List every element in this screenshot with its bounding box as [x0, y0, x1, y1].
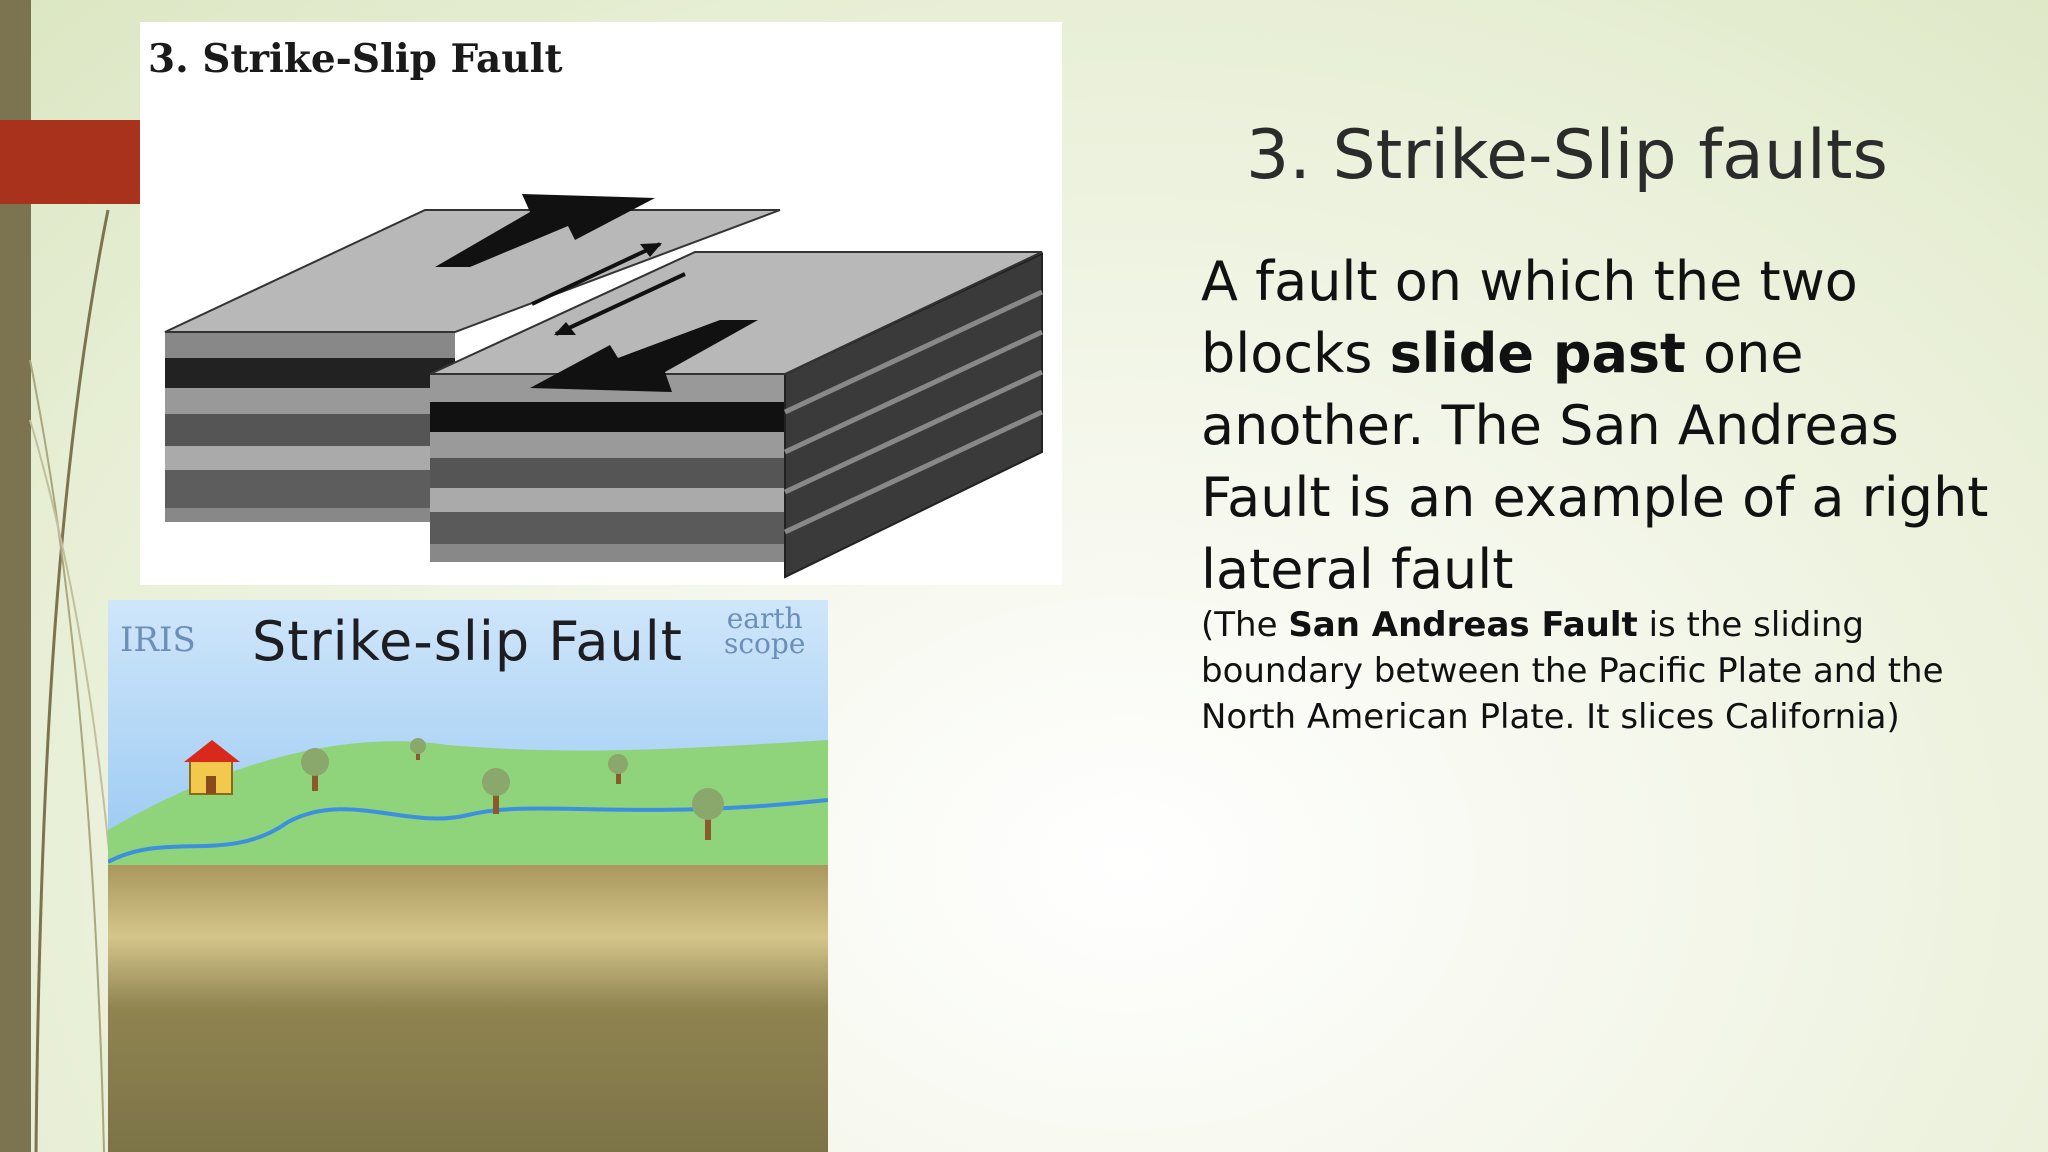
earthscope-logo-line2: scope: [724, 627, 806, 660]
arrow-up-icon: [435, 194, 655, 267]
right-block-side: [784, 252, 1043, 579]
earthscope-logo-line1: earth: [726, 602, 803, 635]
body-text-emphasis: slide past: [1389, 322, 1686, 385]
tree-icon: [692, 788, 724, 840]
right-block-top: [429, 251, 1043, 375]
landscape-graphic: [108, 600, 828, 1152]
slip-arrow-line-up: [531, 242, 661, 306]
arrow-down-icon: [530, 320, 758, 392]
body-text-part2: one another. The San Andreas Fault is an…: [1201, 322, 1989, 601]
left-block-top: [164, 209, 781, 333]
note-text-part2: is the sliding boundary between the Paci…: [1201, 605, 1944, 737]
body-text-part1: A fault on which the two blocks: [1201, 250, 1858, 385]
left-block-side: [165, 332, 455, 522]
tree-icon: [410, 738, 426, 760]
block-diagram-graphic: [164, 194, 1044, 579]
accent-tab: [0, 120, 140, 204]
hills: [108, 740, 828, 865]
tree-icon: [608, 754, 628, 784]
diagram-caption: 3. Strike-Slip Fault: [148, 36, 563, 82]
note-text-part1: (The: [1201, 605, 1289, 645]
note-text-emphasis: San Andreas Fault: [1288, 605, 1638, 645]
soil-block: [108, 865, 828, 1152]
earthscope-logo: earth scope: [724, 602, 806, 660]
tree-icon: [482, 768, 510, 814]
strike-slip-landscape-illustration: IRIS Strike-slip Fault earth scope: [108, 600, 828, 1152]
river: [108, 798, 828, 864]
right-block-front: [430, 374, 785, 562]
slip-arrow-line-down: [555, 272, 686, 336]
slide-title: 3. Strike-Slip faults: [1246, 116, 1888, 195]
house-icon: [184, 740, 240, 795]
body-text: A fault on which the two blocks slide pa…: [1201, 246, 2021, 606]
note-text: (The San Andreas Fault is the sliding bo…: [1201, 602, 2001, 740]
strike-slip-block-diagram: 3. Strike-Slip Fault: [140, 22, 1062, 585]
tree-icon: [301, 748, 329, 791]
iris-logo: IRIS: [120, 620, 196, 660]
illustration-title: Strike-slip Fault: [252, 610, 683, 673]
